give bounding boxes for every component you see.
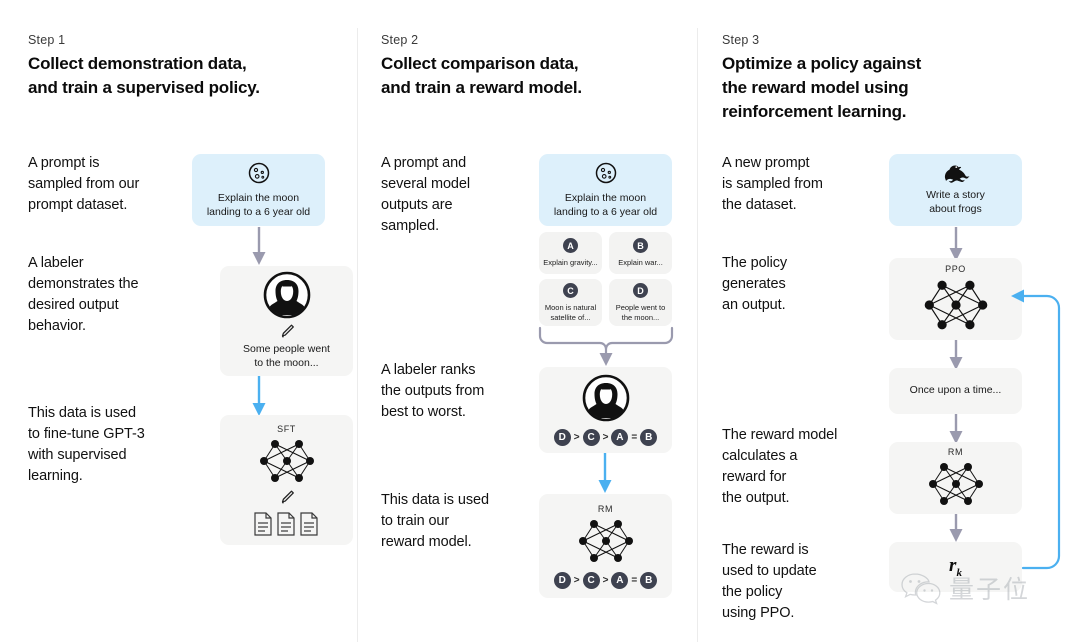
step-3-paragraph-2: The policy generates an output. — [722, 255, 788, 314]
rank-chip-4: B — [640, 429, 658, 446]
rank-op-1: > — [573, 574, 580, 586]
output-letter-c: C — [563, 283, 578, 299]
rank-chip-1: D — [553, 571, 571, 589]
step-1-labeler-card[interactable]: Some people went to the moon... — [220, 266, 353, 376]
step-2-prompt-text: Explain the moon landing to a 6 year old — [553, 192, 658, 218]
ranking-row-rm: D > C > A = B — [553, 571, 658, 589]
step-3-label: Step 3 — [722, 33, 760, 47]
step-1-title: Collect demonstration data, and train a … — [28, 54, 260, 98]
output-card-c[interactable]: C Moon is natural satellite of... — [539, 279, 602, 326]
step-1-arrow-2 — [250, 376, 268, 418]
ranking-row-labeler: D > C > A = B — [553, 429, 658, 446]
output-card-b[interactable]: B Explain war... — [609, 232, 672, 274]
rank-chip-2: C — [582, 571, 600, 589]
step-2-label: Step 2 — [381, 33, 419, 47]
ppo-feedback-loop-arrow — [1005, 284, 1063, 580]
neural-network-icon — [924, 280, 987, 330]
rank-op-1: > — [573, 432, 580, 443]
labeler-avatar-icon — [582, 374, 629, 422]
step-2-arrow-1 — [596, 453, 614, 495]
step-1-labeler-text: Some people went to the moon... — [243, 343, 330, 369]
rank-op-2: > — [602, 432, 609, 443]
column-step-1: Step 1 Collect demonstration data, and t… — [28, 0, 353, 642]
step-3-title: Optimize a policy against the reward mod… — [722, 54, 922, 122]
step-3-prompt-text: Write a story about frogs — [926, 189, 985, 215]
watermark: 量子位 — [900, 570, 1030, 606]
column-divider-1 — [357, 28, 358, 642]
step-1-sft-card[interactable]: SFT — [220, 415, 353, 545]
step-3-ppo-card[interactable]: PPO — [889, 258, 1022, 340]
step-2-title: Collect comparison data, and train a rew… — [381, 54, 582, 98]
step-2-prompt-card[interactable]: Explain the moon landing to a 6 year old — [539, 154, 672, 226]
step-3-paragraph-4: The reward is used to update the policy … — [722, 542, 817, 622]
neural-network-icon — [578, 519, 633, 562]
output-letter-a: A — [563, 238, 578, 254]
step-3-output-text: Once upon a time... — [909, 384, 1002, 397]
reward-subscript: k — [956, 566, 962, 579]
rm-tag: RM — [597, 503, 614, 514]
output-letter-d: D — [633, 283, 648, 299]
reward-formula: rk — [949, 555, 962, 579]
step-3-reward-card[interactable]: rk — [889, 542, 1022, 592]
step-1-paragraph-3: This data is used to fine-tune GPT-3 wit… — [28, 405, 145, 485]
rank-chip-1: D — [553, 429, 571, 446]
step-2-paragraph-1: A prompt and several model outputs are s… — [381, 155, 470, 235]
rank-chip-3: A — [611, 571, 629, 589]
step-2-merge-connector — [535, 326, 677, 368]
documents-icon — [253, 511, 318, 536]
neural-network-icon — [259, 439, 314, 482]
rank-op-3: = — [631, 574, 638, 586]
step-2-paragraph-3: This data is used to train our reward mo… — [381, 492, 489, 551]
rank-op-3: = — [631, 432, 638, 443]
watermark-text: 量子位 — [949, 575, 1031, 604]
wechat-icon — [901, 572, 941, 605]
output-text-a: Explain gravity... — [543, 258, 598, 268]
step-2-labeler-rank-card[interactable]: D > C > A = B — [539, 367, 672, 453]
step-1-paragraph-2: A labeler demonstrates the desired outpu… — [28, 255, 139, 335]
reward-symbol: r — [949, 555, 957, 577]
step-3-prompt-card[interactable]: Write a story about frogs — [889, 154, 1022, 226]
step-1-paragraph-1: A prompt is sampled from our prompt data… — [28, 155, 140, 214]
step-1-label: Step 1 — [28, 33, 66, 47]
step-2-paragraph-2: A labeler ranks the outputs from best to… — [381, 362, 485, 421]
rm-tag: RM — [947, 447, 964, 457]
pencil-icon — [281, 324, 294, 338]
frog-icon — [944, 165, 969, 183]
step-3-rm-card[interactable]: RM — [889, 442, 1022, 514]
step-3-output-card[interactable]: Once upon a time... — [889, 368, 1022, 414]
output-letter-b: B — [633, 238, 648, 254]
column-step-2: Step 2 Collect comparison data, and trai… — [381, 0, 686, 642]
sft-tag: SFT — [277, 423, 296, 434]
moon-icon — [248, 162, 269, 184]
rank-op-2: > — [602, 574, 609, 586]
rank-chip-2: C — [582, 429, 600, 446]
step-1-arrow-1 — [250, 227, 268, 267]
step-3-arrow-1 — [947, 227, 965, 263]
output-text-c: Moon is natural satellite of... — [544, 303, 597, 322]
step-1-prompt-text: Explain the moon landing to a 6 year old — [206, 192, 311, 218]
output-text-b: Explain war... — [618, 258, 663, 268]
neural-network-icon — [928, 463, 983, 505]
step-1-prompt-card[interactable]: Explain the moon landing to a 6 year old — [192, 154, 325, 226]
step-3-paragraph-3: The reward model calculates a reward for… — [722, 427, 838, 507]
labeler-avatar-icon — [263, 271, 310, 319]
rank-chip-3: A — [611, 429, 629, 446]
step-2-rm-card[interactable]: RM D > C > A — [539, 494, 672, 598]
output-text-d: People went to the moon... — [615, 303, 666, 322]
pencil-icon — [281, 490, 294, 503]
output-card-d[interactable]: D People went to the moon... — [609, 279, 672, 326]
column-divider-2 — [697, 28, 698, 642]
output-card-a[interactable]: A Explain gravity... — [539, 232, 602, 274]
step-3-arrow-4 — [947, 514, 965, 544]
ppo-tag: PPO — [945, 264, 966, 274]
column-step-3: Step 3 Optimize a policy against the rew… — [722, 0, 1062, 642]
moon-icon — [595, 162, 616, 184]
step-3-arrow-2 — [947, 340, 965, 372]
step-3-arrow-3 — [947, 414, 965, 446]
step-3-paragraph-1: A new prompt is sampled from the dataset… — [722, 155, 823, 214]
rank-chip-4: B — [640, 571, 658, 589]
